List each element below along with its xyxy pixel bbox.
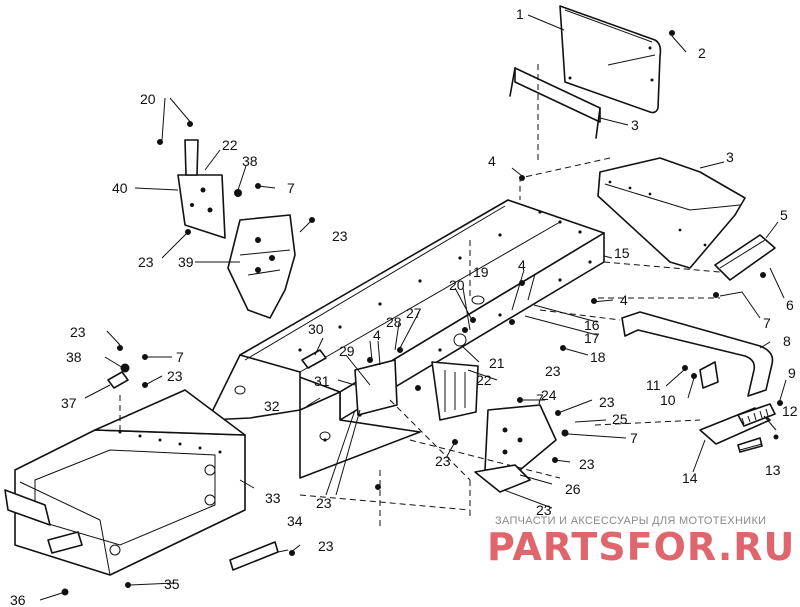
bracket-30-part bbox=[301, 349, 327, 369]
callout-23: 23 bbox=[435, 453, 451, 469]
bracket-21-part bbox=[431, 333, 479, 421]
callout-17: 17 bbox=[584, 330, 600, 346]
callout-9: 9 bbox=[788, 365, 796, 381]
small-plate-part bbox=[699, 361, 719, 389]
watermark-subtitle: ЗАПЧАСТИ И АКСЕССУАРЫ ДЛЯ МОТОТЕХНИКИ bbox=[495, 515, 766, 527]
watermark-brand: PARTSFOR.RU bbox=[487, 525, 795, 569]
callout-23: 23 bbox=[579, 456, 595, 472]
callout-28: 28 bbox=[386, 314, 402, 330]
callout-11: 11 bbox=[646, 377, 661, 393]
callout-20: 20 bbox=[140, 91, 156, 107]
callout-35: 35 bbox=[164, 576, 180, 592]
callout-2: 2 bbox=[698, 45, 706, 61]
callout-5: 5 bbox=[780, 207, 788, 223]
flap-bracket-part bbox=[509, 67, 601, 139]
callout-23: 23 bbox=[332, 228, 348, 244]
callout-23: 23 bbox=[316, 495, 332, 511]
callout-40: 40 bbox=[112, 180, 128, 196]
callout-23: 23 bbox=[70, 324, 86, 340]
callout-19: 19 bbox=[473, 264, 489, 280]
callout-22: 22 bbox=[476, 372, 492, 388]
callout-labels: 1 2 3 3 4 4 4 4 5 6 7 7 7 7 7 8 9 10 11 … bbox=[10, 6, 798, 607]
callout-20: 20 bbox=[449, 277, 465, 293]
callout-38: 38 bbox=[66, 349, 82, 365]
panel-29-part bbox=[354, 359, 398, 416]
rear-panel-part bbox=[597, 157, 746, 269]
callout-22: 22 bbox=[222, 137, 238, 153]
callout-14: 14 bbox=[682, 470, 698, 486]
callout-7: 7 bbox=[763, 315, 771, 331]
callout-6: 6 bbox=[786, 297, 794, 313]
callout-7: 7 bbox=[630, 430, 638, 446]
callout-18: 18 bbox=[590, 349, 606, 365]
callout-23: 23 bbox=[138, 254, 154, 270]
callout-8: 8 bbox=[783, 333, 791, 349]
snow-flap-part bbox=[559, 5, 662, 114]
watermark: ЗАПЧАСТИ И АКСЕССУАРЫ ДЛЯ МОТОТЕХНИКИ PA… bbox=[487, 515, 795, 569]
callout-27: 27 bbox=[406, 305, 422, 321]
callout-30: 30 bbox=[308, 321, 324, 337]
hitch-part bbox=[699, 403, 776, 453]
callout-4: 4 bbox=[620, 292, 628, 308]
callout-39: 39 bbox=[178, 254, 194, 270]
callout-15: 15 bbox=[614, 245, 630, 261]
callout-3: 3 bbox=[631, 117, 639, 133]
rail-34-part bbox=[229, 541, 279, 571]
bracket-37-part bbox=[107, 371, 129, 389]
callout-16: 16 bbox=[584, 317, 600, 333]
callout-23: 23 bbox=[318, 538, 334, 554]
front-chassis-part bbox=[4, 389, 246, 576]
callout-38: 38 bbox=[242, 153, 258, 169]
callout-24: 24 bbox=[541, 387, 557, 403]
callout-33: 33 bbox=[265, 490, 281, 506]
callout-7: 7 bbox=[176, 349, 184, 365]
callout-4: 4 bbox=[488, 153, 496, 169]
callout-21: 21 bbox=[489, 355, 505, 371]
tunnel-part bbox=[207, 199, 605, 479]
bracket-40-part bbox=[177, 139, 226, 239]
callout-12: 12 bbox=[782, 403, 798, 419]
bracket-39-part bbox=[227, 214, 296, 319]
callout-13: 13 bbox=[765, 462, 781, 478]
callout-25: 25 bbox=[612, 411, 628, 427]
callout-36: 36 bbox=[10, 592, 26, 607]
leader-lines bbox=[39, 14, 787, 601]
callout-10: 10 bbox=[660, 392, 676, 408]
callout-31: 31 bbox=[314, 373, 330, 389]
callout-23: 23 bbox=[167, 368, 183, 384]
callout-37: 37 bbox=[61, 395, 77, 411]
callout-3: 3 bbox=[726, 149, 734, 165]
callout-23: 23 bbox=[536, 502, 552, 518]
callout-7: 7 bbox=[536, 391, 544, 407]
bracket-26-part bbox=[474, 404, 557, 493]
callout-4: 4 bbox=[518, 257, 526, 273]
callout-26: 26 bbox=[565, 481, 581, 497]
callout-32: 32 bbox=[264, 398, 280, 414]
rear-bracket-part bbox=[714, 234, 776, 281]
callout-34: 34 bbox=[287, 513, 303, 529]
callout-1: 1 bbox=[516, 6, 524, 22]
callout-7: 7 bbox=[287, 180, 295, 196]
callout-4: 4 bbox=[373, 327, 381, 343]
rear-bumper-part bbox=[621, 311, 774, 397]
callout-29: 29 bbox=[339, 343, 355, 359]
callout-23: 23 bbox=[599, 394, 615, 410]
callout-23: 23 bbox=[545, 363, 561, 379]
